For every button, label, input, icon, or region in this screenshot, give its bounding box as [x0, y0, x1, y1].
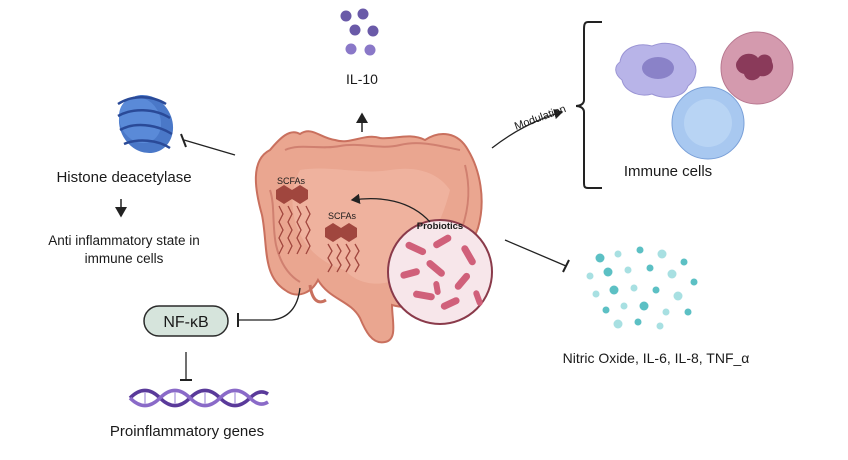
- histone-icon: [117, 94, 174, 154]
- genes-inhibition-line: [180, 352, 192, 381]
- il10-label: IL-10: [346, 71, 378, 87]
- modulation-arrow: [491, 109, 564, 149]
- probiotics-bacteria-circle: [387, 219, 493, 325]
- immune-cells-label: Immune cells: [624, 163, 712, 180]
- probiotics-label: Probiotics: [417, 221, 463, 232]
- cytokine-dot: [667, 269, 677, 279]
- cytokine-dot: [586, 272, 594, 280]
- histone-label: Histone deacetylase: [56, 169, 191, 186]
- immune-cells-bracket: [575, 21, 602, 189]
- cytokine-dot: [603, 267, 613, 277]
- cytokine-dot: [624, 266, 632, 274]
- anti-inflammatory-label-line2: immune cells: [85, 251, 164, 266]
- cytokine-dot: [613, 319, 623, 329]
- anti-inflammatory-label-line1: Anti inflammatory state in: [48, 233, 200, 248]
- cytokine-dot: [636, 246, 644, 254]
- nitric-oxide-label: Nitric Oxide, IL-6, IL-8, TNF_α: [563, 350, 750, 366]
- cytokine-dot: [602, 306, 610, 314]
- cytokine-dot: [652, 286, 660, 294]
- cytokine-dot: [592, 290, 600, 298]
- cytokine-dot: [680, 258, 688, 266]
- cytokine-dot: [662, 308, 670, 316]
- immune-cells-illustration: [615, 31, 794, 160]
- nfkb-inhibition-line: [237, 287, 301, 327]
- dna-helix-icon: [128, 388, 269, 408]
- cytokine-dot: [673, 291, 683, 301]
- scfas-label-middle: SCFAs: [328, 211, 357, 221]
- cytokine-dot: [620, 302, 628, 310]
- scfa-molecules-left: [276, 185, 311, 255]
- scfas-label-left: SCFAs: [277, 176, 306, 186]
- nfkb-pill: [143, 305, 229, 337]
- scfa-molecules-middle: [325, 223, 360, 273]
- proinflammatory-label: Proinflammatory genes: [110, 423, 264, 440]
- cytokine-dot: [634, 318, 642, 326]
- cytokine-dot: [595, 253, 605, 263]
- il10-molecules: [340, 8, 379, 56]
- cytokine-dot: [646, 264, 654, 272]
- cytokine-dot: [614, 250, 622, 258]
- modulation-label: Modulation: [513, 103, 568, 133]
- cytokine-dot: [609, 285, 619, 295]
- cytokine-dot: [656, 322, 664, 330]
- cytokine-dot: [690, 278, 698, 286]
- cytokine-dot: [630, 284, 638, 292]
- probiotics-to-scfa-arrow: [350, 193, 431, 223]
- cytokine-dot-cluster: [586, 246, 698, 330]
- cytokine-dot: [639, 301, 649, 311]
- nfkb-label: NF-κB: [163, 314, 208, 331]
- cytokine-dot: [657, 249, 667, 259]
- nitric-inhibition-line: [504, 239, 570, 273]
- cytokine-dot: [684, 308, 692, 316]
- histone-inhibition-line: [180, 133, 236, 156]
